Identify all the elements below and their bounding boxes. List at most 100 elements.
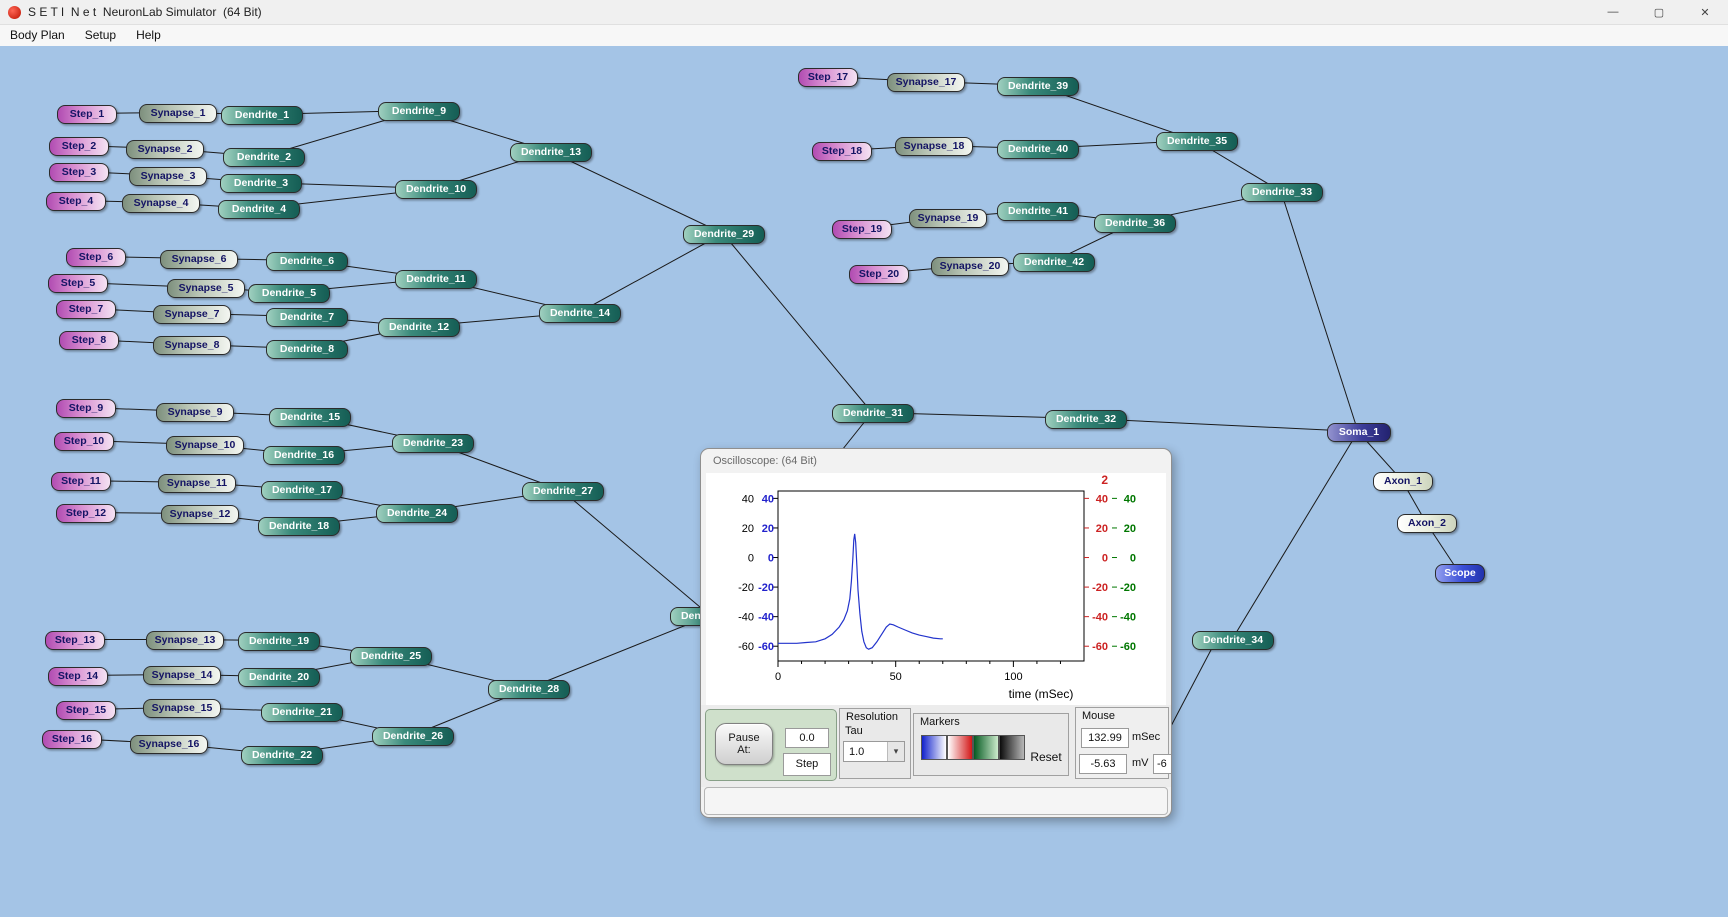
minimize-button[interactable]: — [1607,6,1619,18]
node-dendrite_34[interactable]: Dendrite_34 [1192,631,1274,650]
node-dendrite_41[interactable]: Dendrite_41 [997,202,1079,221]
node-step_19[interactable]: Step_19 [832,220,892,239]
node-synapse_2[interactable]: Synapse_2 [126,140,204,159]
node-dendrite_26[interactable]: Dendrite_26 [372,727,454,746]
node-dendrite_36[interactable]: Dendrite_36 [1094,214,1176,233]
marker-swatch-blue[interactable] [921,735,947,760]
node-axon_2[interactable]: Axon_2 [1397,514,1457,533]
node-dendrite_11[interactable]: Dendrite_11 [395,270,477,289]
node-dendrite_31[interactable]: Dendrite_31 [832,404,914,423]
node-dendrite_24[interactable]: Dendrite_24 [376,504,458,523]
node-dendrite_22[interactable]: Dendrite_22 [241,746,323,765]
node-step_6[interactable]: Step_6 [66,248,126,267]
chevron-down-icon[interactable]: ▾ [887,742,904,761]
node-dendrite_39[interactable]: Dendrite_39 [997,77,1079,96]
node-step_1[interactable]: Step_1 [57,105,117,124]
node-dendrite_27[interactable]: Dendrite_27 [522,482,604,501]
node-dendrite_6[interactable]: Dendrite_6 [266,252,348,271]
node-dendrite_3[interactable]: Dendrite_3 [220,174,302,193]
node-synapse_17[interactable]: Synapse_17 [887,73,965,92]
node-dendrite_5[interactable]: Dendrite_5 [248,284,330,303]
node-synapse_3[interactable]: Synapse_3 [129,167,207,186]
marker-swatch-red[interactable] [947,735,973,760]
node-soma_1[interactable]: Soma_1 [1327,423,1391,442]
node-dendrite_18[interactable]: Dendrite_18 [258,517,340,536]
node-dendrite_8[interactable]: Dendrite_8 [266,340,348,359]
oscilloscope-title[interactable]: Oscilloscope: (64 Bit) [713,455,817,467]
node-axon_1[interactable]: Axon_1 [1373,472,1433,491]
node-synapse_7[interactable]: Synapse_7 [153,305,231,324]
node-step_12[interactable]: Step_12 [56,504,116,523]
node-dendrite_4[interactable]: Dendrite_4 [218,200,300,219]
node-dendrite_12[interactable]: Dendrite_12 [378,318,460,337]
marker-swatch-black[interactable] [999,735,1025,760]
pause-at-button[interactable]: Pause At: [715,723,773,765]
node-dendrite_25[interactable]: Dendrite_25 [350,647,432,666]
node-dendrite_15[interactable]: Dendrite_15 [269,408,351,427]
node-synapse_5[interactable]: Synapse_5 [167,279,245,298]
node-step_9[interactable]: Step_9 [56,399,116,418]
pause-at-value-field[interactable]: 0.0 [785,728,829,748]
node-synapse_14[interactable]: Synapse_14 [143,666,221,685]
node-step_3[interactable]: Step_3 [49,163,109,182]
node-dendrite_23[interactable]: Dendrite_23 [392,434,474,453]
node-step_11[interactable]: Step_11 [51,472,111,491]
node-dendrite_21[interactable]: Dendrite_21 [261,703,343,722]
node-dendrite_13[interactable]: Dendrite_13 [510,143,592,162]
node-step_20[interactable]: Step_20 [849,265,909,284]
node-synapse_9[interactable]: Synapse_9 [156,403,234,422]
node-step_8[interactable]: Step_8 [59,331,119,350]
node-dendrite_2[interactable]: Dendrite_2 [223,148,305,167]
node-dendrite_19[interactable]: Dendrite_19 [238,632,320,651]
node-step_17[interactable]: Step_17 [798,68,858,87]
marker-swatch-green[interactable] [973,735,999,760]
node-synapse_1[interactable]: Synapse_1 [139,104,217,123]
node-dendrite_17[interactable]: Dendrite_17 [261,481,343,500]
node-synapse_12[interactable]: Synapse_12 [161,505,239,524]
menu-help[interactable]: Help [136,28,161,42]
node-dendrite_10[interactable]: Dendrite_10 [395,180,477,199]
node-step_13[interactable]: Step_13 [45,631,105,650]
node-synapse_15[interactable]: Synapse_15 [143,699,221,718]
node-dendrite_20[interactable]: Dendrite_20 [238,668,320,687]
node-synapse_18[interactable]: Synapse_18 [895,137,973,156]
node-dendrite_32[interactable]: Dendrite_32 [1045,410,1127,429]
node-step_10[interactable]: Step_10 [54,432,114,451]
node-dendrite_9[interactable]: Dendrite_9 [378,102,460,121]
menu-setup[interactable]: Setup [84,28,117,42]
close-button[interactable]: ✕ [1700,6,1710,19]
node-synapse_6[interactable]: Synapse_6 [160,250,238,269]
node-dendrite_33[interactable]: Dendrite_33 [1241,183,1323,202]
node-synapse_11[interactable]: Synapse_11 [158,474,236,493]
node-dendrite_14[interactable]: Dendrite_14 [539,304,621,323]
node-dendrite_42[interactable]: Dendrite_42 [1013,253,1095,272]
node-dendrite_28[interactable]: Dendrite_28 [488,680,570,699]
node-step_14[interactable]: Step_14 [48,667,108,686]
node-synapse_10[interactable]: Synapse_10 [166,436,244,455]
reset-button[interactable]: Reset [1030,750,1062,764]
node-step_2[interactable]: Step_2 [49,137,109,156]
node-dendrite_29[interactable]: Dendrite_29 [683,225,765,244]
node-synapse_13[interactable]: Synapse_13 [146,631,224,650]
node-synapse_8[interactable]: Synapse_8 [153,336,231,355]
node-scope_node[interactable]: Scope [1435,564,1485,583]
tau-dropdown[interactable]: 1.0 ▾ [843,741,905,762]
node-synapse_16[interactable]: Synapse_16 [130,735,208,754]
node-synapse_19[interactable]: Synapse_19 [909,209,987,228]
step-button[interactable]: Step [783,753,831,776]
node-step_15[interactable]: Step_15 [56,701,116,720]
node-dendrite_35[interactable]: Dendrite_35 [1156,132,1238,151]
node-step_18[interactable]: Step_18 [812,142,872,161]
node-dendrite_1[interactable]: Dendrite_1 [221,106,303,125]
node-step_4[interactable]: Step_4 [46,192,106,211]
node-step_7[interactable]: Step_7 [56,300,116,319]
maximize-button[interactable]: ▢ [1653,6,1665,19]
node-dendrite_40[interactable]: Dendrite_40 [997,140,1079,159]
node-synapse_4[interactable]: Synapse_4 [122,194,200,213]
node-synapse_20[interactable]: Synapse_20 [931,257,1009,276]
menu-body-plan[interactable]: Body Plan [10,28,65,42]
node-dendrite_7[interactable]: Dendrite_7 [266,308,348,327]
node-step_5[interactable]: Step_5 [48,274,108,293]
node-dendrite_16[interactable]: Dendrite_16 [263,446,345,465]
